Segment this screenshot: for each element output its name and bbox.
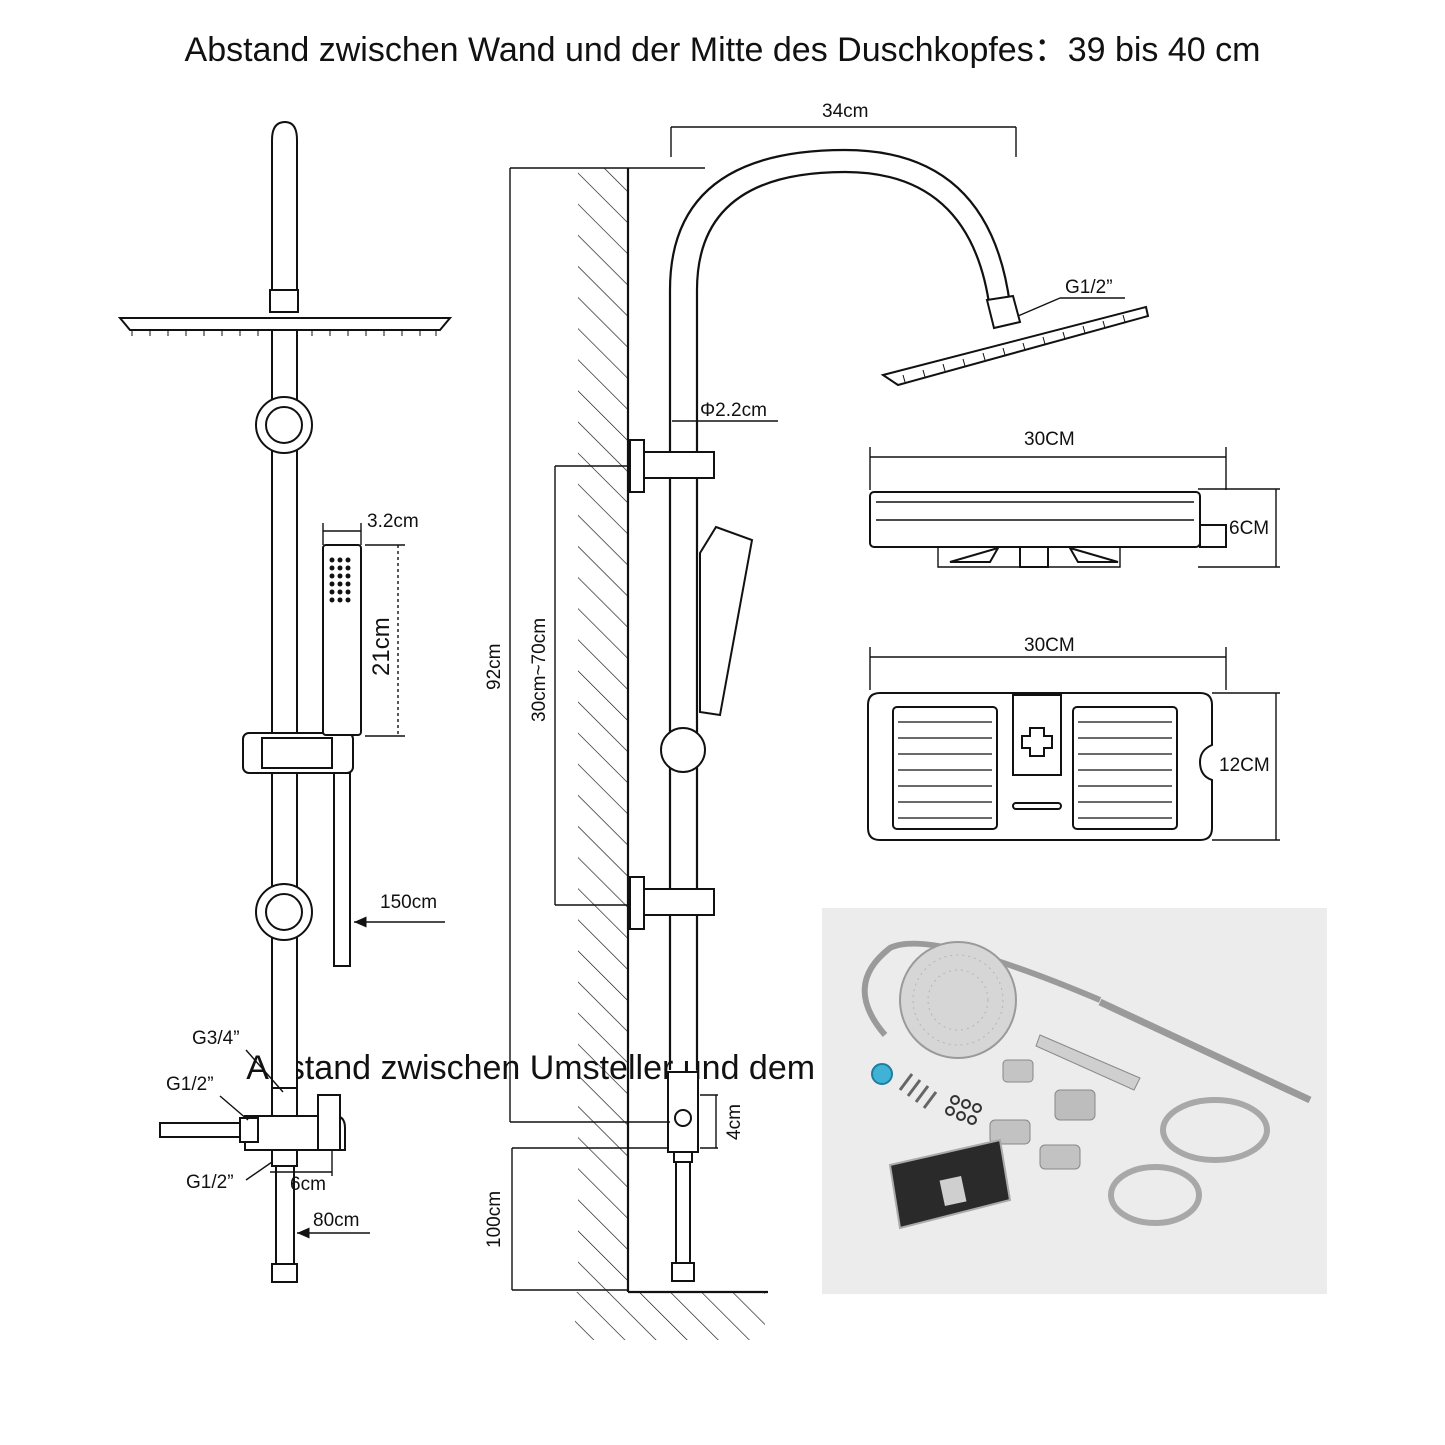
riser-top <box>271 120 298 300</box>
hand-shower-hose <box>333 772 351 967</box>
dim-total-height: 92cm <box>484 644 505 690</box>
dim-hose-short: 80cm <box>313 1210 359 1231</box>
photo-rain-head <box>899 941 1017 1059</box>
dim-shelf-top-width: 30CM <box>1024 635 1075 656</box>
side-hand-shower <box>699 525 754 717</box>
side-connection-hose <box>675 1161 691 1271</box>
label-thread-top: G3/4” <box>192 1028 240 1049</box>
dim-shelf-depth: 12CM <box>1219 755 1270 776</box>
label-thread-bottom: G1/2” <box>186 1172 234 1193</box>
gooseneck-outer <box>668 148 1012 1070</box>
label-head-thread: G1/2” <box>1065 277 1113 298</box>
photo-slider <box>1054 1089 1096 1121</box>
side-bracket-upper <box>643 451 715 479</box>
shelf-top-view: 30CM 12CM <box>867 635 1280 841</box>
front-view: 3.2cm 21cm 150cm G3/4” G1/2” G1/2” 6cm 8… <box>117 120 453 1283</box>
dim-floor-height: 100cm <box>484 1191 505 1248</box>
photo-bracket-b <box>1039 1144 1081 1170</box>
label-thread-inlet: G1/2” <box>166 1074 214 1095</box>
rain-head-side <box>880 305 1150 387</box>
gooseneck-inner <box>695 170 992 1070</box>
shelf-side-view: 30CM 6CM <box>869 429 1280 568</box>
dim-shelf-side-height: 6CM <box>1229 518 1269 539</box>
dim-depth: 6cm <box>290 1174 326 1195</box>
side-bracket-lower-plate <box>629 876 645 930</box>
dim-arm-reach: 34cm <box>822 101 868 122</box>
floor-hatch <box>575 1292 765 1340</box>
dim-handshower-length: 21cm <box>368 617 395 676</box>
dim-hose-length: 150cm <box>380 892 437 913</box>
shelf-grid-right <box>1072 706 1178 830</box>
dim-bracket-range: 30cm~70cm <box>529 618 550 722</box>
dim-diverter-height: 4cm <box>724 1104 745 1140</box>
dim-shelf-side-width: 30CM <box>1024 429 1075 450</box>
photo-hose-short <box>1108 1164 1202 1226</box>
dim-pipe-diameter: Φ2.2cm <box>700 400 767 421</box>
diverter-collar <box>271 1087 298 1117</box>
photo-hose-long <box>1160 1097 1270 1163</box>
photo-washer <box>871 1063 893 1085</box>
top-caption: Abstand zwischen Wand und der Mitte des … <box>184 31 1261 69</box>
side-view: G1/2” 34cm Φ2.2cm 4cm 92 <box>484 101 1150 1340</box>
inlet-pipe <box>159 1122 246 1138</box>
side-bracket-lower <box>643 888 715 916</box>
hand-shower <box>322 544 362 736</box>
photo-elbow <box>1002 1059 1034 1083</box>
product-photo <box>822 908 1327 1294</box>
rain-head-front <box>117 317 453 331</box>
side-slider-knob <box>660 727 706 773</box>
side-bracket-upper-plate <box>629 439 645 493</box>
dim-handshower-width: 3.2cm <box>367 511 419 532</box>
wall-hatch <box>578 168 628 1293</box>
head-nut <box>269 289 299 313</box>
photo-bracket-a <box>989 1119 1031 1145</box>
shelf-grid-left <box>892 706 998 830</box>
photo-hand-shower <box>1035 1034 1141 1091</box>
